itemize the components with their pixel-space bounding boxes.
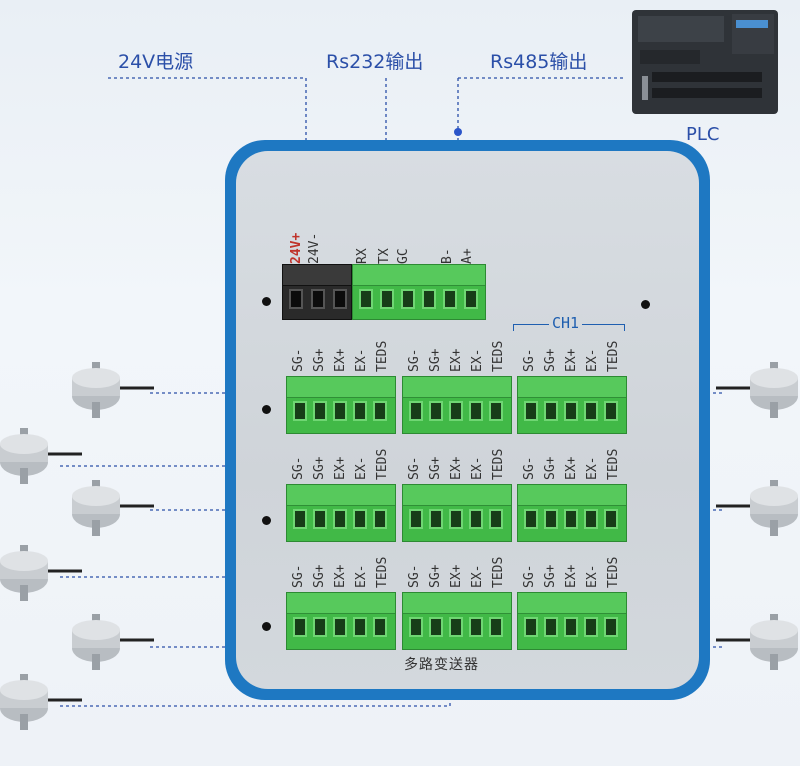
comm-terminal-block (352, 264, 486, 320)
load-cell-sensor (72, 614, 154, 670)
load-cell-sensor (0, 545, 82, 601)
channel-pin-label: SG+ (543, 564, 558, 588)
load-cell-sensor (72, 362, 154, 418)
pin-rx: RX (355, 248, 370, 264)
channel-pin-label: EX- (470, 348, 485, 372)
pin-gc: GC (396, 248, 411, 264)
channel-terminal-block (402, 484, 512, 542)
channel-pin-label: SG- (407, 564, 422, 588)
channel-pin-label: TEDS (606, 448, 621, 480)
channel-terminal-block (517, 592, 627, 650)
rs485-label: Rs485输出 (490, 51, 588, 73)
board-dot (454, 128, 462, 136)
channel-pin-label: TEDS (491, 340, 506, 372)
channel-terminal-block (286, 376, 396, 434)
mount-hole (262, 297, 271, 306)
channel-pin-label: SG+ (312, 348, 327, 372)
channel-pin-label: SG+ (428, 348, 443, 372)
channel-pin-label: SG+ (312, 564, 327, 588)
channel-terminal-block (517, 376, 627, 434)
channel-pin-label: EX+ (449, 348, 464, 372)
channel-pin-label: SG+ (428, 456, 443, 480)
channel-pin-label: EX- (354, 564, 369, 588)
mount-hole (262, 516, 271, 525)
pin-24v-plus: 24V+ (289, 232, 304, 264)
pin-b-minus: B- (440, 248, 455, 264)
channel-pin-label: SG- (291, 456, 306, 480)
channel-pin-label: EX- (470, 564, 485, 588)
channel-label: CH1 (549, 314, 583, 332)
channel-pin-label: SG+ (312, 456, 327, 480)
channel-pin-label: EX+ (449, 564, 464, 588)
channel-pin-label: EX- (585, 348, 600, 372)
channel-pin-label: SG- (291, 564, 306, 588)
load-cell-sensor (716, 362, 798, 418)
channel-pin-label: SG- (407, 456, 422, 480)
channel-pin-label: EX+ (449, 456, 464, 480)
channel-pin-label: TEDS (606, 556, 621, 588)
channel-pin-label: SG+ (543, 348, 558, 372)
power-terminal-block (282, 264, 352, 320)
channel-pin-label: EX+ (564, 456, 579, 480)
channel-pin-label: SG+ (428, 564, 443, 588)
channel-pin-label: TEDS (375, 556, 390, 588)
channel-pin-label: TEDS (606, 340, 621, 372)
channel-pin-label: EX- (354, 456, 369, 480)
rs232-label: Rs232输出 (326, 51, 424, 73)
channel-pin-label: EX+ (333, 348, 348, 372)
channel-pin-label: TEDS (491, 448, 506, 480)
channel-pin-label: EX- (585, 456, 600, 480)
channel-pin-label: SG- (522, 348, 537, 372)
plc-image (632, 6, 778, 118)
load-cell-sensor (0, 428, 82, 484)
channel-pin-label: EX+ (333, 564, 348, 588)
channel-pin-label: TEDS (375, 340, 390, 372)
load-cell-sensor (716, 614, 798, 670)
channel-pin-label: EX+ (564, 564, 579, 588)
pin-tx: TX (377, 248, 392, 264)
channel-pin-label: EX+ (564, 348, 579, 372)
channel-terminal-block (517, 484, 627, 542)
channel-terminal-block (402, 592, 512, 650)
mount-hole (262, 622, 271, 631)
channel-pin-label: EX- (585, 564, 600, 588)
mount-hole (262, 405, 271, 414)
load-cell-sensor (0, 674, 82, 730)
channel-pin-label: SG+ (543, 456, 558, 480)
channel-pin-label: TEDS (375, 448, 390, 480)
channel-pin-label: EX+ (333, 456, 348, 480)
channel-pin-label: EX- (470, 456, 485, 480)
pin-24v-minus: 24V- (307, 232, 322, 264)
device-name-label: 多路变送器 (404, 657, 479, 673)
pin-a-plus: A+ (460, 248, 475, 264)
channel-pin-label: SG- (522, 456, 537, 480)
channel-pin-label: SG- (522, 564, 537, 588)
channel-terminal-block (286, 484, 396, 542)
load-cell-sensor (716, 480, 798, 536)
load-cell-sensor (72, 480, 154, 536)
channel-pin-label: SG- (407, 348, 422, 372)
channel-terminal-block (402, 376, 512, 434)
mount-hole (641, 300, 650, 309)
power-label: 24V电源 (118, 51, 194, 73)
channel-pin-label: EX- (354, 348, 369, 372)
channel-pin-label: TEDS (491, 556, 506, 588)
plc-label: PLC (686, 124, 720, 145)
channel-terminal-block (286, 592, 396, 650)
channel-pin-label: SG- (291, 348, 306, 372)
